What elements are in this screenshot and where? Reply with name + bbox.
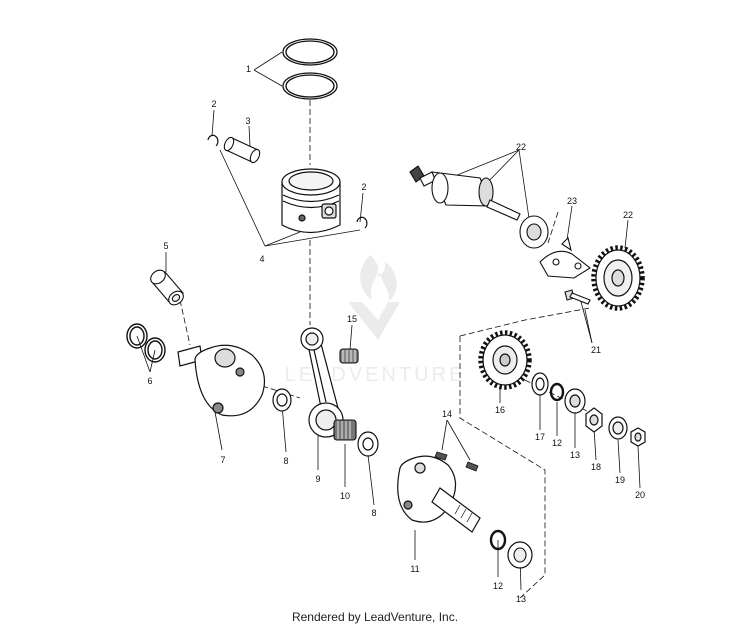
piston [281,168,341,234]
callout-label: 12 [493,581,503,591]
crank-pin-sleeve [150,269,184,306]
callout-label: 21 [591,345,601,355]
connecting-rod [300,327,344,438]
piston-rings [282,38,338,100]
crankshaft-left-half [177,344,265,417]
callout-label: 3 [245,116,250,126]
footer-credit: Rendered by LeadVenture, Inc. [291,610,459,624]
woodruff-keys [434,451,479,472]
callout-label: 1 [246,64,251,74]
callout-label: 2 [361,182,366,192]
alignment-lines [179,100,606,599]
needle-bearings [333,348,359,441]
callout-label: 10 [340,491,350,501]
mounting-bracket [539,236,591,279]
balancer-drive-gear [478,330,532,390]
callout-label: 5 [163,241,168,251]
upper-gear [591,245,645,311]
shaft-stack-parts [531,372,646,447]
watermark-logo: LEADVENTURE [285,255,466,386]
callout-label: 11 [410,564,419,574]
callout-label: 13 [516,594,526,604]
callout-label: 22 [623,210,633,220]
callout-label: 6 [147,376,152,386]
callout-label: 22 [516,142,526,152]
callout-labels: 1 2 3 2 4 5 6 15 7 8 9 10 8 14 11 12 13 … [147,64,645,604]
callout-label: 19 [615,475,625,485]
watermark-text: LEADVENTURE [285,364,466,386]
callout-label: 8 [371,508,376,518]
callout-label: 8 [283,456,288,466]
callout-label: 2 [211,99,216,109]
callout-label: 12 [552,438,562,448]
lower-oring-bearing [489,529,533,569]
starter-armature [409,165,549,249]
callout-label: 15 [347,314,357,324]
thrust-washers [272,388,379,457]
callout-label: 14 [442,409,452,419]
crank-seals [126,323,166,363]
callout-label: 7 [220,455,225,465]
callout-label: 18 [591,462,601,472]
callout-label: 20 [635,490,645,500]
callout-label: 4 [259,254,264,264]
callout-label: 23 [567,196,577,206]
crankshaft-right-half [397,455,481,533]
callout-label: 9 [315,474,320,484]
callout-label: 13 [570,450,580,460]
piston-pin-circlips [207,134,368,229]
callout-label: 17 [535,432,545,442]
piston-pin [223,136,261,164]
bracket-bolt [564,289,591,305]
callout-label: 16 [495,405,505,415]
